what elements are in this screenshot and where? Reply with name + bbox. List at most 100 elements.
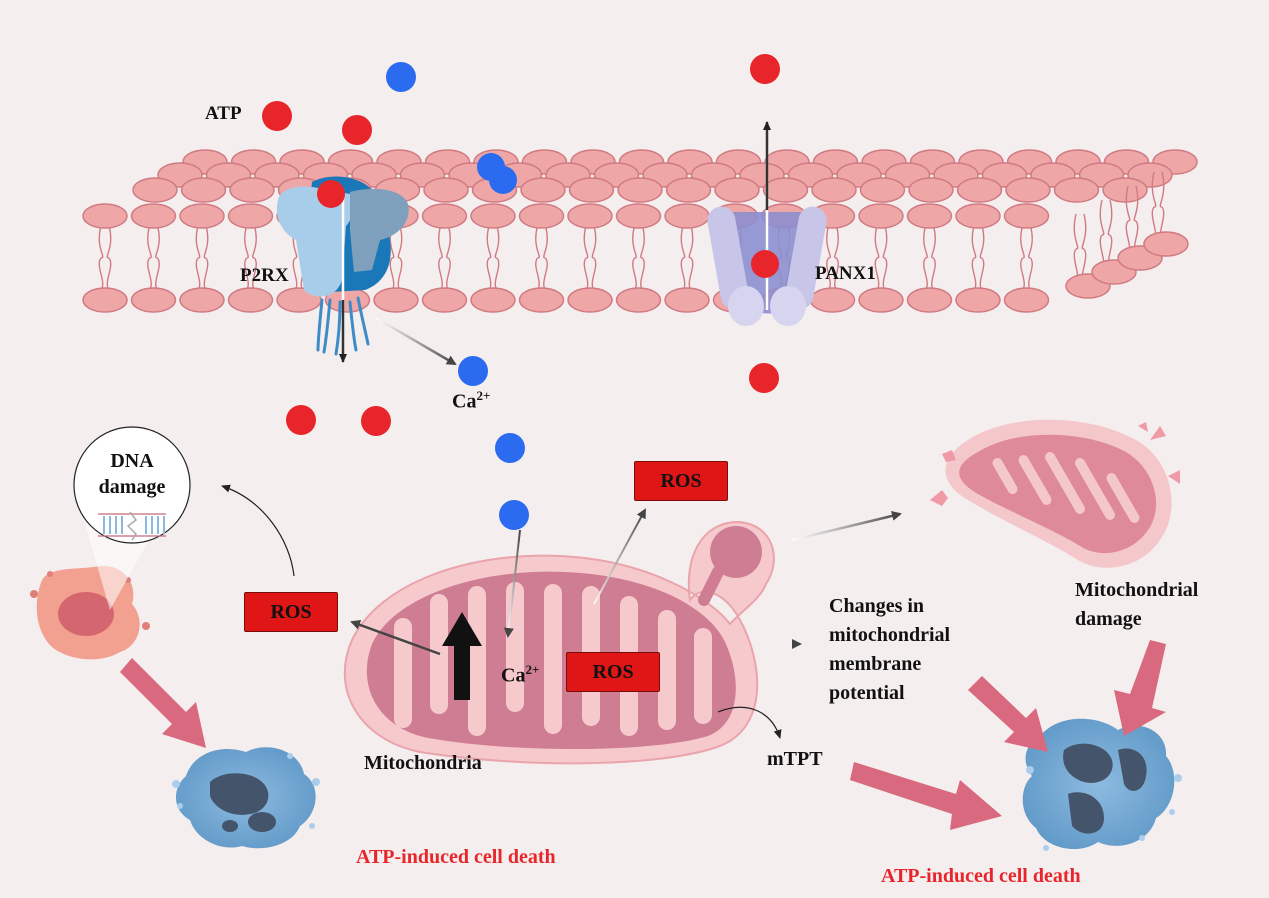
ros-box-top: ROS	[634, 461, 728, 501]
calcium-dot	[489, 166, 517, 194]
phospholipid-head	[665, 177, 712, 203]
calcium-dot	[499, 500, 529, 530]
mitochondria-icon	[343, 520, 775, 765]
atp-dot	[750, 54, 780, 84]
arrow-mptp-to-dead-cell	[850, 762, 1002, 830]
phospholipid-head	[858, 203, 904, 229]
phospholipid-tail	[244, 225, 257, 291]
phospholipid-tail	[1151, 171, 1165, 243]
phospholipid-head	[130, 287, 177, 313]
phospholipid-head	[811, 177, 857, 203]
phospholipid-head	[520, 177, 566, 203]
atp-dot	[317, 180, 345, 208]
phospholipid-tail	[874, 225, 888, 291]
cell-death-label-left: ATP-induced cell death	[356, 846, 556, 868]
calcium-symbol: Ca	[501, 664, 526, 687]
atp-dot	[286, 405, 316, 435]
phospholipid-head	[664, 203, 710, 229]
calcium-dot	[386, 62, 416, 92]
atp-dot	[751, 250, 779, 278]
p2rx-channel-icon	[276, 176, 409, 363]
phospholipid-head	[82, 287, 128, 313]
phospholipid-head	[1005, 177, 1051, 203]
phospholipid-tail	[923, 225, 936, 291]
phospholipid-tail	[826, 225, 839, 291]
phospholipid-head	[615, 287, 662, 313]
dead-cell-left-icon	[172, 747, 320, 849]
phospholipid-head	[470, 203, 516, 229]
up-arrow-icon	[442, 612, 482, 700]
mitochondrial-damage-label: Mitochondrial damage	[1075, 579, 1199, 630]
calcium-label-top: Ca2+	[452, 388, 490, 414]
phospholipid-tail	[680, 225, 694, 291]
phospholipid-head	[1053, 177, 1100, 203]
phospholipid-head	[518, 203, 565, 229]
phospholipid-head	[421, 287, 468, 313]
dna-damage-label: DNA damage	[98, 450, 166, 498]
phospholipid-head	[906, 287, 953, 313]
stressed-cell-icon	[30, 565, 150, 660]
ros-box-left: ROS	[244, 592, 338, 632]
phospholipid-head	[179, 287, 225, 313]
phospholipid-head	[1102, 177, 1148, 203]
p2rx-label: P2RX	[240, 265, 289, 286]
atp-label: ATP	[205, 103, 242, 124]
phospholipid-head	[1003, 287, 1050, 313]
calcium-charge: 2+	[525, 662, 540, 677]
phospholipid-head	[132, 177, 178, 203]
phospholipid-head	[956, 177, 1003, 203]
phospholipid-head	[859, 177, 906, 203]
phospholipid-head	[955, 203, 1001, 229]
phospholipid-tail	[632, 225, 645, 291]
ros-box-mito: ROS	[566, 652, 660, 692]
panx1-label: PANX1	[815, 263, 876, 284]
phospholipid-head	[955, 287, 1001, 313]
phospholipid-head	[615, 203, 662, 229]
phospholipid-head	[1003, 203, 1050, 229]
phospholipid-head	[664, 287, 710, 313]
arrow-to-left-dead-cell	[120, 658, 206, 748]
phospholipid-head	[229, 177, 275, 203]
mitochondria-label: Mitochondria	[364, 752, 482, 774]
phospholipid-head	[470, 287, 516, 313]
atp-dot	[361, 406, 391, 436]
phospholipid-tail	[195, 225, 209, 291]
phospholipid-head	[227, 203, 274, 229]
phospholipid-head	[82, 203, 128, 229]
phospholipid-head	[1143, 231, 1189, 257]
calcium-label-mito: Ca2+	[501, 662, 539, 688]
mptp-label: mTPT	[767, 748, 823, 770]
arrow-potential-to-dead-cell	[968, 676, 1048, 752]
dna-magnifier-icon	[73, 426, 191, 610]
calcium-charge: 2+	[476, 388, 491, 403]
phospholipid-head	[518, 287, 565, 313]
membrane-bilayer	[82, 149, 1198, 313]
damaged-mitochondrion-icon	[930, 419, 1180, 568]
phospholipid-head	[908, 177, 954, 203]
p2rx-calcium-arrow	[375, 316, 457, 366]
pink-arrows	[120, 640, 1166, 830]
phospholipid-head	[180, 177, 227, 203]
atp-dot	[262, 101, 292, 131]
phospholipid-head	[373, 287, 419, 313]
phospholipid-head	[762, 177, 809, 203]
atp-dot	[342, 115, 372, 145]
phospholipid-tail	[583, 225, 597, 291]
phospholipid-head	[568, 177, 615, 203]
phospholipid-tail	[389, 225, 403, 291]
membrane-potential-label: Changes in mitochondrial membrane potent…	[829, 595, 951, 704]
phospholipid-head	[567, 287, 613, 313]
phospholipid-head	[858, 287, 904, 313]
mito-arrows	[221, 484, 902, 739]
phospholipid-tail	[1073, 213, 1087, 285]
phospholipid-head	[617, 177, 663, 203]
calcium-dot	[495, 433, 525, 463]
atp-molecules	[262, 54, 780, 436]
phospholipid-tail	[971, 225, 985, 291]
phospholipid-head	[179, 203, 225, 229]
arrow-damage-to-dead-cell	[1114, 640, 1166, 736]
phospholipid-head	[423, 177, 469, 203]
phospholipid-tail	[1099, 199, 1113, 271]
calcium-symbol: Ca	[452, 390, 477, 413]
cell-death-label-right: ATP-induced cell death	[881, 865, 1081, 887]
